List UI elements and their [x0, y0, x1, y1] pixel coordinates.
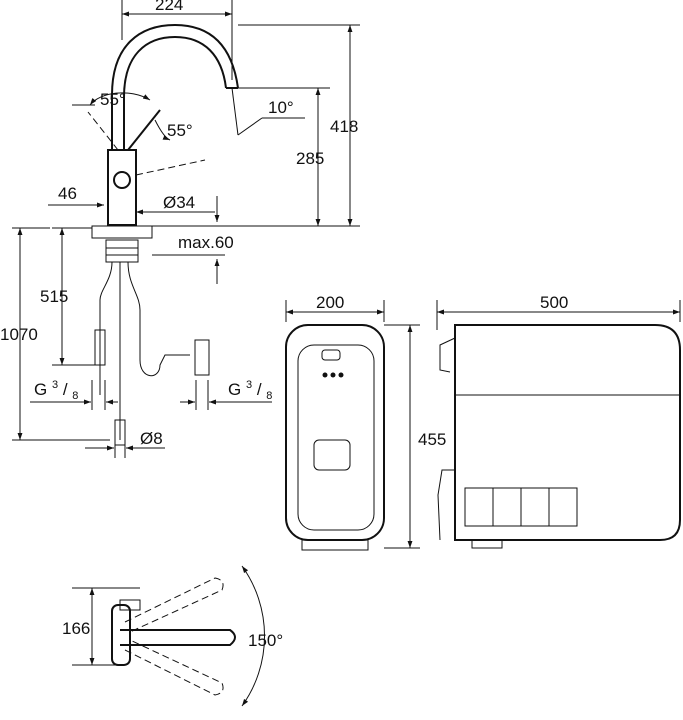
boiler-side-foot — [471, 539, 503, 549]
faucet-body — [107, 149, 137, 226]
top-view-spout-rotated-down — [124, 639, 224, 696]
faucet-base-plate — [91, 225, 153, 239]
dim-unit-front-width: 200 — [316, 293, 344, 312]
top-view-spout — [120, 629, 236, 646]
faucet-lever — [127, 109, 161, 151]
top-view-body — [111, 604, 131, 666]
faucet-side-view: 224 55° 55° 10° 418 285 46 Ø34 max.60 — [0, 0, 360, 458]
dim-outlet-height: 285 — [296, 149, 324, 168]
supply-hose-right — [127, 261, 190, 377]
dim-top-view-offset: 166 — [62, 619, 90, 638]
lever-range-right — [135, 159, 206, 176]
top-view-lever — [119, 599, 141, 611]
dim-rotation-angle: 150° — [248, 631, 283, 650]
boiler-side-housing — [454, 324, 681, 541]
boiler-front-indicator — [321, 349, 341, 361]
dim-handle-offset: 46 — [58, 184, 77, 203]
dim-total-height: 418 — [330, 117, 358, 136]
dim-connection-right: G 3 / 8 — [228, 373, 272, 402]
boiler-side-connector-bottom — [437, 469, 455, 541]
dim-tube-diameter: Ø8 — [140, 429, 163, 448]
dim-faucet-reach: 224 — [155, 0, 183, 14]
dim-hose-length-short: 515 — [40, 287, 68, 306]
dim-unit-side-depth: 500 — [540, 293, 568, 312]
faucet-handle-knob — [113, 171, 131, 189]
dim-hose-length-long: 1070 — [0, 325, 38, 344]
boiler-front-display — [313, 439, 351, 471]
boiler-side-view: 500 — [436, 293, 681, 549]
dim-spout-tilt: 10° — [268, 98, 294, 117]
boiler-front-foot — [301, 539, 369, 551]
boiler-side-connector-top — [439, 337, 456, 373]
boiler-front-view: 200 455 — [285, 293, 446, 551]
dim-body-diameter: Ø34 — [163, 193, 195, 212]
boiler-front-panel — [297, 344, 375, 531]
lever-range-left — [87, 111, 119, 151]
valve-fitting-left — [94, 329, 106, 366]
faucet-top-view: 166 150° — [62, 565, 283, 707]
dim-swivel-angle-right: 55° — [167, 121, 193, 140]
valve-fitting-right — [194, 339, 210, 376]
supply-hose-left — [99, 261, 113, 395]
boiler-front-housing — [285, 324, 385, 541]
dim-unit-height: 455 — [418, 430, 446, 449]
top-view-spout-rotated-up — [124, 577, 224, 633]
dim-swivel-angle-left: 55° — [100, 90, 126, 109]
dim-max-thickness: max.60 — [178, 233, 234, 252]
dim-connection-left: G 3 / 8 — [34, 373, 78, 402]
faucet-mounting-nut — [105, 239, 139, 263]
faucet-spout — [111, 23, 239, 150]
